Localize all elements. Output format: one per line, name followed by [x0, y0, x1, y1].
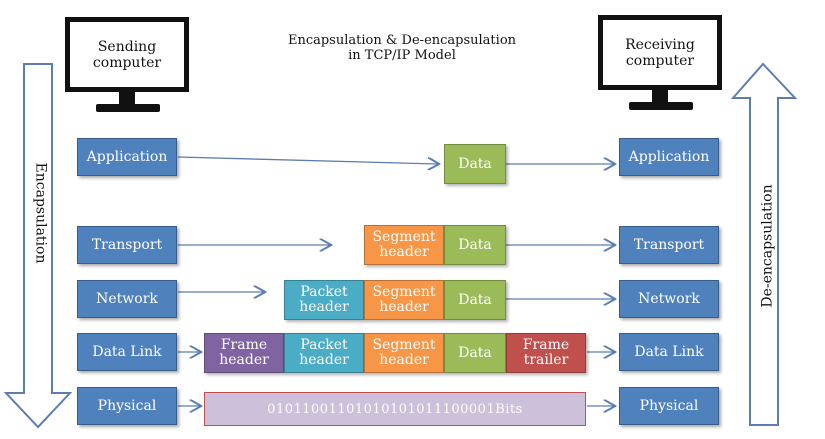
sending-computer-base [96, 104, 160, 112]
receiving-computer-label: Receiving computer [625, 36, 695, 69]
transport-segment-header: Segment header [364, 225, 444, 265]
receiving-computer-stand [652, 90, 668, 103]
layer-transport-receiver: Transport [619, 226, 719, 264]
datalink-frame-trailer: Frame trailer [506, 333, 586, 373]
layer-datalink-sender: Data Link [77, 333, 177, 371]
network-data-block: Data [444, 280, 506, 320]
layer-datalink-receiver: Data Link [619, 333, 719, 371]
datalink-segment-header: Segment header [364, 333, 444, 373]
layer-network-receiver: Network [619, 280, 719, 318]
layer-application-sender: Application [77, 138, 177, 176]
physical-bits-stream: 01011001101010101011100001Bits [204, 392, 586, 426]
encapsulation-arrow [3, 63, 73, 429]
receiving-computer-screen: Receiving computer [598, 15, 722, 90]
layer-network-sender: Network [77, 280, 177, 318]
layer-application-receiver: Application [619, 138, 719, 176]
encapsulation-label: Encapsulation [32, 162, 49, 264]
sending-computer-label: Sending computer [92, 38, 162, 71]
datalink-frame-header: Frame header [204, 333, 284, 373]
network-segment-header: Segment header [364, 280, 444, 320]
network-packet-header: Packet header [284, 280, 364, 320]
arrow-app-to-data [177, 156, 438, 164]
de-encapsulation-arrow [730, 62, 798, 426]
diagram-title: Encapsulation & De-encapsulation in TCP/… [262, 33, 542, 63]
title-line-2: in TCP/IP Model [348, 48, 456, 63]
sending-computer-screen: Sending computer [65, 17, 189, 92]
app-data-block: Data [444, 144, 506, 184]
transport-data-block: Data [444, 225, 506, 265]
de-encapsulation-label: De-encapsulation [759, 184, 776, 308]
layer-transport-sender: Transport [77, 226, 177, 264]
layer-physical-receiver: Physical [619, 387, 719, 425]
sending-computer-stand [119, 92, 135, 105]
datalink-data-block: Data [444, 333, 506, 373]
title-line-1: Encapsulation & De-encapsulation [287, 33, 517, 48]
layer-physical-sender: Physical [77, 387, 177, 425]
datalink-packet-header: Packet header [284, 333, 364, 373]
receiving-computer-base [629, 102, 693, 110]
